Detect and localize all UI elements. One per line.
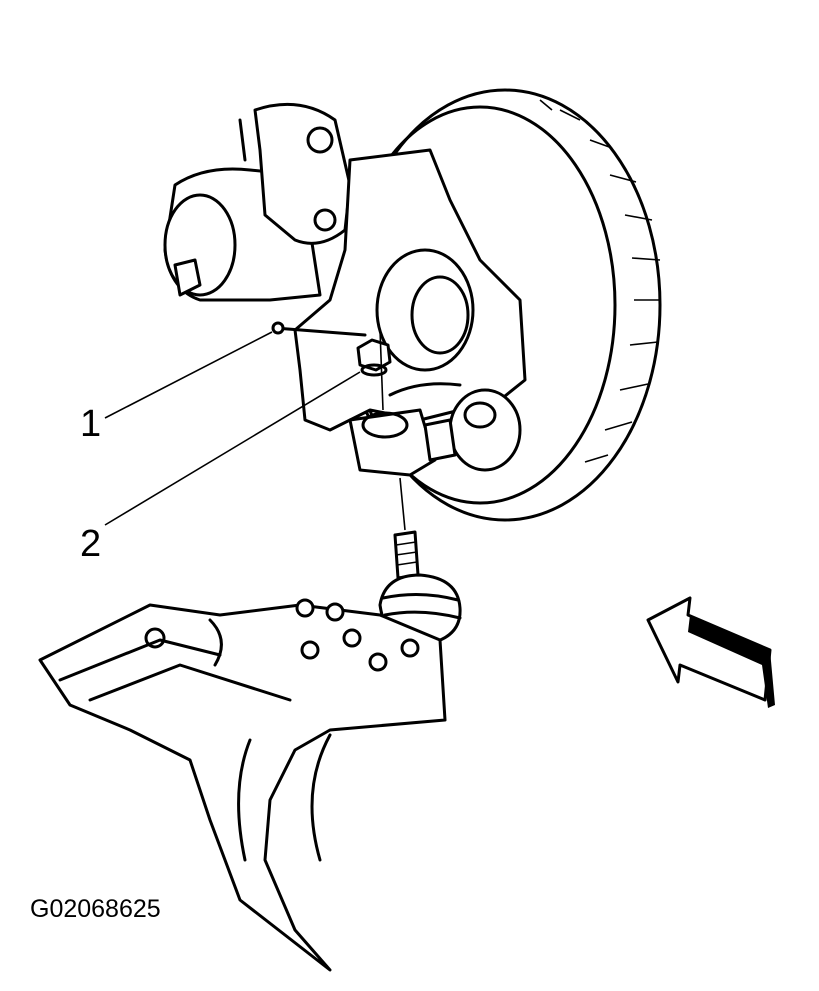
view-direction-arrow-icon: [646, 596, 775, 708]
callout-2: 2: [80, 523, 102, 565]
figure-id: G02068625: [30, 895, 161, 923]
pinch-bolt-nut: [356, 329, 392, 411]
leader-lines: [104, 331, 361, 526]
lower-control-arm: [38, 598, 447, 972]
callout-1: 1: [80, 403, 102, 445]
steering-knuckle: [293, 148, 527, 477]
pinch-bolt: [271, 321, 367, 337]
caliper-housing: [163, 102, 352, 302]
